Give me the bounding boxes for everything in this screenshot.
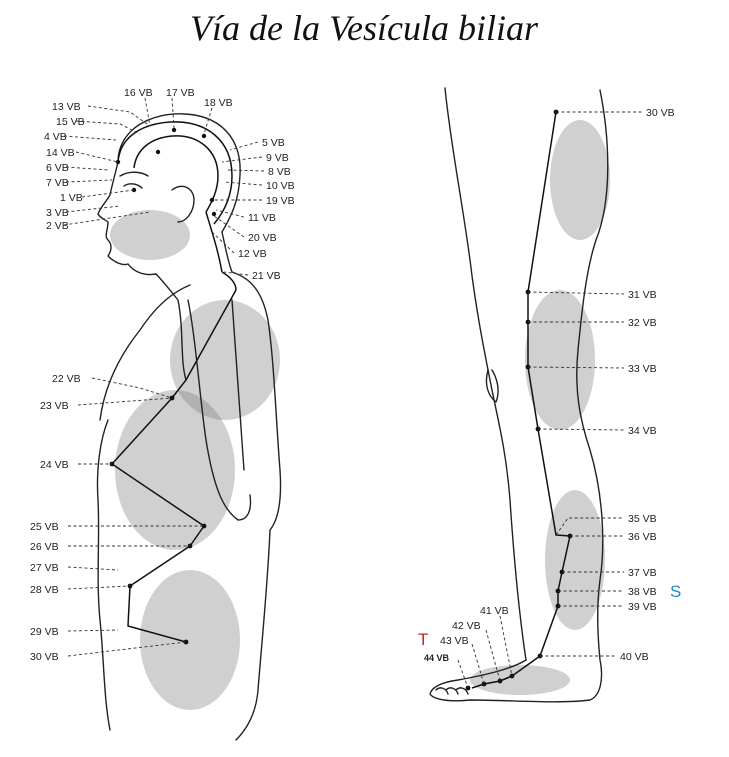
label-vb28: 28 VB xyxy=(30,584,59,596)
point-vb17 xyxy=(171,127,177,133)
label-vb40: 40 VB xyxy=(620,651,649,663)
head-path-inner xyxy=(133,135,219,213)
label-vb9: 9 VB xyxy=(266,152,289,164)
foot-outline xyxy=(429,659,591,703)
label-vb19: 19 VB xyxy=(266,195,295,207)
label-vb30-torso: 30 VB xyxy=(30,651,59,663)
label-vb6: 6 VB xyxy=(46,162,69,174)
labels-leg: 30 VB 31 VB 32 VB 33 VB 34 VB 35 VB 36 V… xyxy=(424,107,675,663)
labels-head: 13 VB 15 VB 4 VB 14 VB 6 VB 7 VB 1 VB 3 … xyxy=(44,87,295,282)
label-vb3: 3 VB xyxy=(46,207,69,219)
label-vb31: 31 VB xyxy=(628,289,657,301)
labels-torso: 22 VB 23 VB 24 VB 25 VB 26 VB 27 VB 28 V… xyxy=(30,373,81,663)
label-vb16: 16 VB xyxy=(124,87,153,99)
marker-s: S xyxy=(670,582,681,601)
marker-t: T xyxy=(418,630,428,649)
head-path-outer xyxy=(117,121,233,225)
leg-back-outline xyxy=(444,87,527,661)
torso-figure xyxy=(96,113,282,741)
label-vb15: 15 VB xyxy=(56,116,85,128)
label-vb35: 35 VB xyxy=(628,513,657,525)
ear-outline xyxy=(171,185,195,223)
label-vb21: 21 VB xyxy=(252,270,281,282)
label-vb43: 43 VB xyxy=(440,635,469,647)
label-vb17: 17 VB xyxy=(166,87,195,99)
label-vb41: 41 VB xyxy=(480,605,509,617)
point-vb20 xyxy=(211,211,217,217)
label-vb39: 39 VB xyxy=(628,601,657,613)
label-vb20: 20 VB xyxy=(248,232,277,244)
leg-figure xyxy=(429,87,610,703)
label-vb2: 2 VB xyxy=(46,220,69,232)
torso-outline xyxy=(96,231,282,741)
eye-outline xyxy=(119,171,149,189)
label-vb24: 24 VB xyxy=(40,459,69,471)
point-vb25 xyxy=(201,523,207,529)
label-vb11: 11 VB xyxy=(248,212,276,224)
label-vb22: 22 VB xyxy=(52,373,81,385)
label-vb26: 26 VB xyxy=(30,541,59,553)
point-vb43 xyxy=(481,681,487,687)
toes-outline xyxy=(435,687,469,695)
label-vb37: 37 VB xyxy=(628,567,657,579)
point-vb18 xyxy=(201,133,207,139)
point-vb15 xyxy=(155,149,161,155)
label-vb30: 30 VB xyxy=(646,107,675,119)
label-vb4: 4 VB xyxy=(44,131,67,143)
neck-path xyxy=(205,211,223,273)
torso-meridian xyxy=(111,271,237,643)
label-vb32: 32 VB xyxy=(628,317,657,329)
label-vb23: 23 VB xyxy=(40,400,69,412)
torso-shading xyxy=(110,210,280,710)
calf-outline xyxy=(485,369,499,403)
label-vb5: 5 VB xyxy=(262,137,285,149)
point-vb42 xyxy=(497,678,503,684)
label-vb7: 7 VB xyxy=(46,177,69,189)
label-vb8: 8 VB xyxy=(268,166,291,178)
label-vb14: 14 VB xyxy=(46,147,75,159)
head-outline xyxy=(97,113,241,276)
label-vb38: 38 VB xyxy=(628,586,657,598)
leg-front-outline xyxy=(576,89,609,701)
page-title: Vía de la Vesícula biliar xyxy=(190,8,539,48)
label-vb25: 25 VB xyxy=(30,521,59,533)
label-vb1: 1 VB xyxy=(60,192,83,204)
arm-outline xyxy=(187,299,252,521)
label-vb10: 10 VB xyxy=(266,180,295,192)
label-vb42: 42 VB xyxy=(452,620,481,632)
point-vb14 xyxy=(115,159,121,165)
leader-lines xyxy=(63,97,642,689)
head-meridian xyxy=(117,121,233,273)
label-vb34: 34 VB xyxy=(628,425,657,437)
label-vb12: 12 VB xyxy=(238,248,267,260)
label-vb44: 44 VB xyxy=(424,653,450,663)
label-vb27: 27 VB xyxy=(30,562,59,574)
point-vb30-left xyxy=(183,639,189,645)
point-vb19 xyxy=(209,197,215,203)
label-vb36: 36 VB xyxy=(628,531,657,543)
label-vb18: 18 VB xyxy=(204,97,233,109)
label-vb29: 29 VB xyxy=(30,626,59,638)
label-vb13: 13 VB xyxy=(52,101,81,113)
label-vb33: 33 VB xyxy=(628,363,657,375)
